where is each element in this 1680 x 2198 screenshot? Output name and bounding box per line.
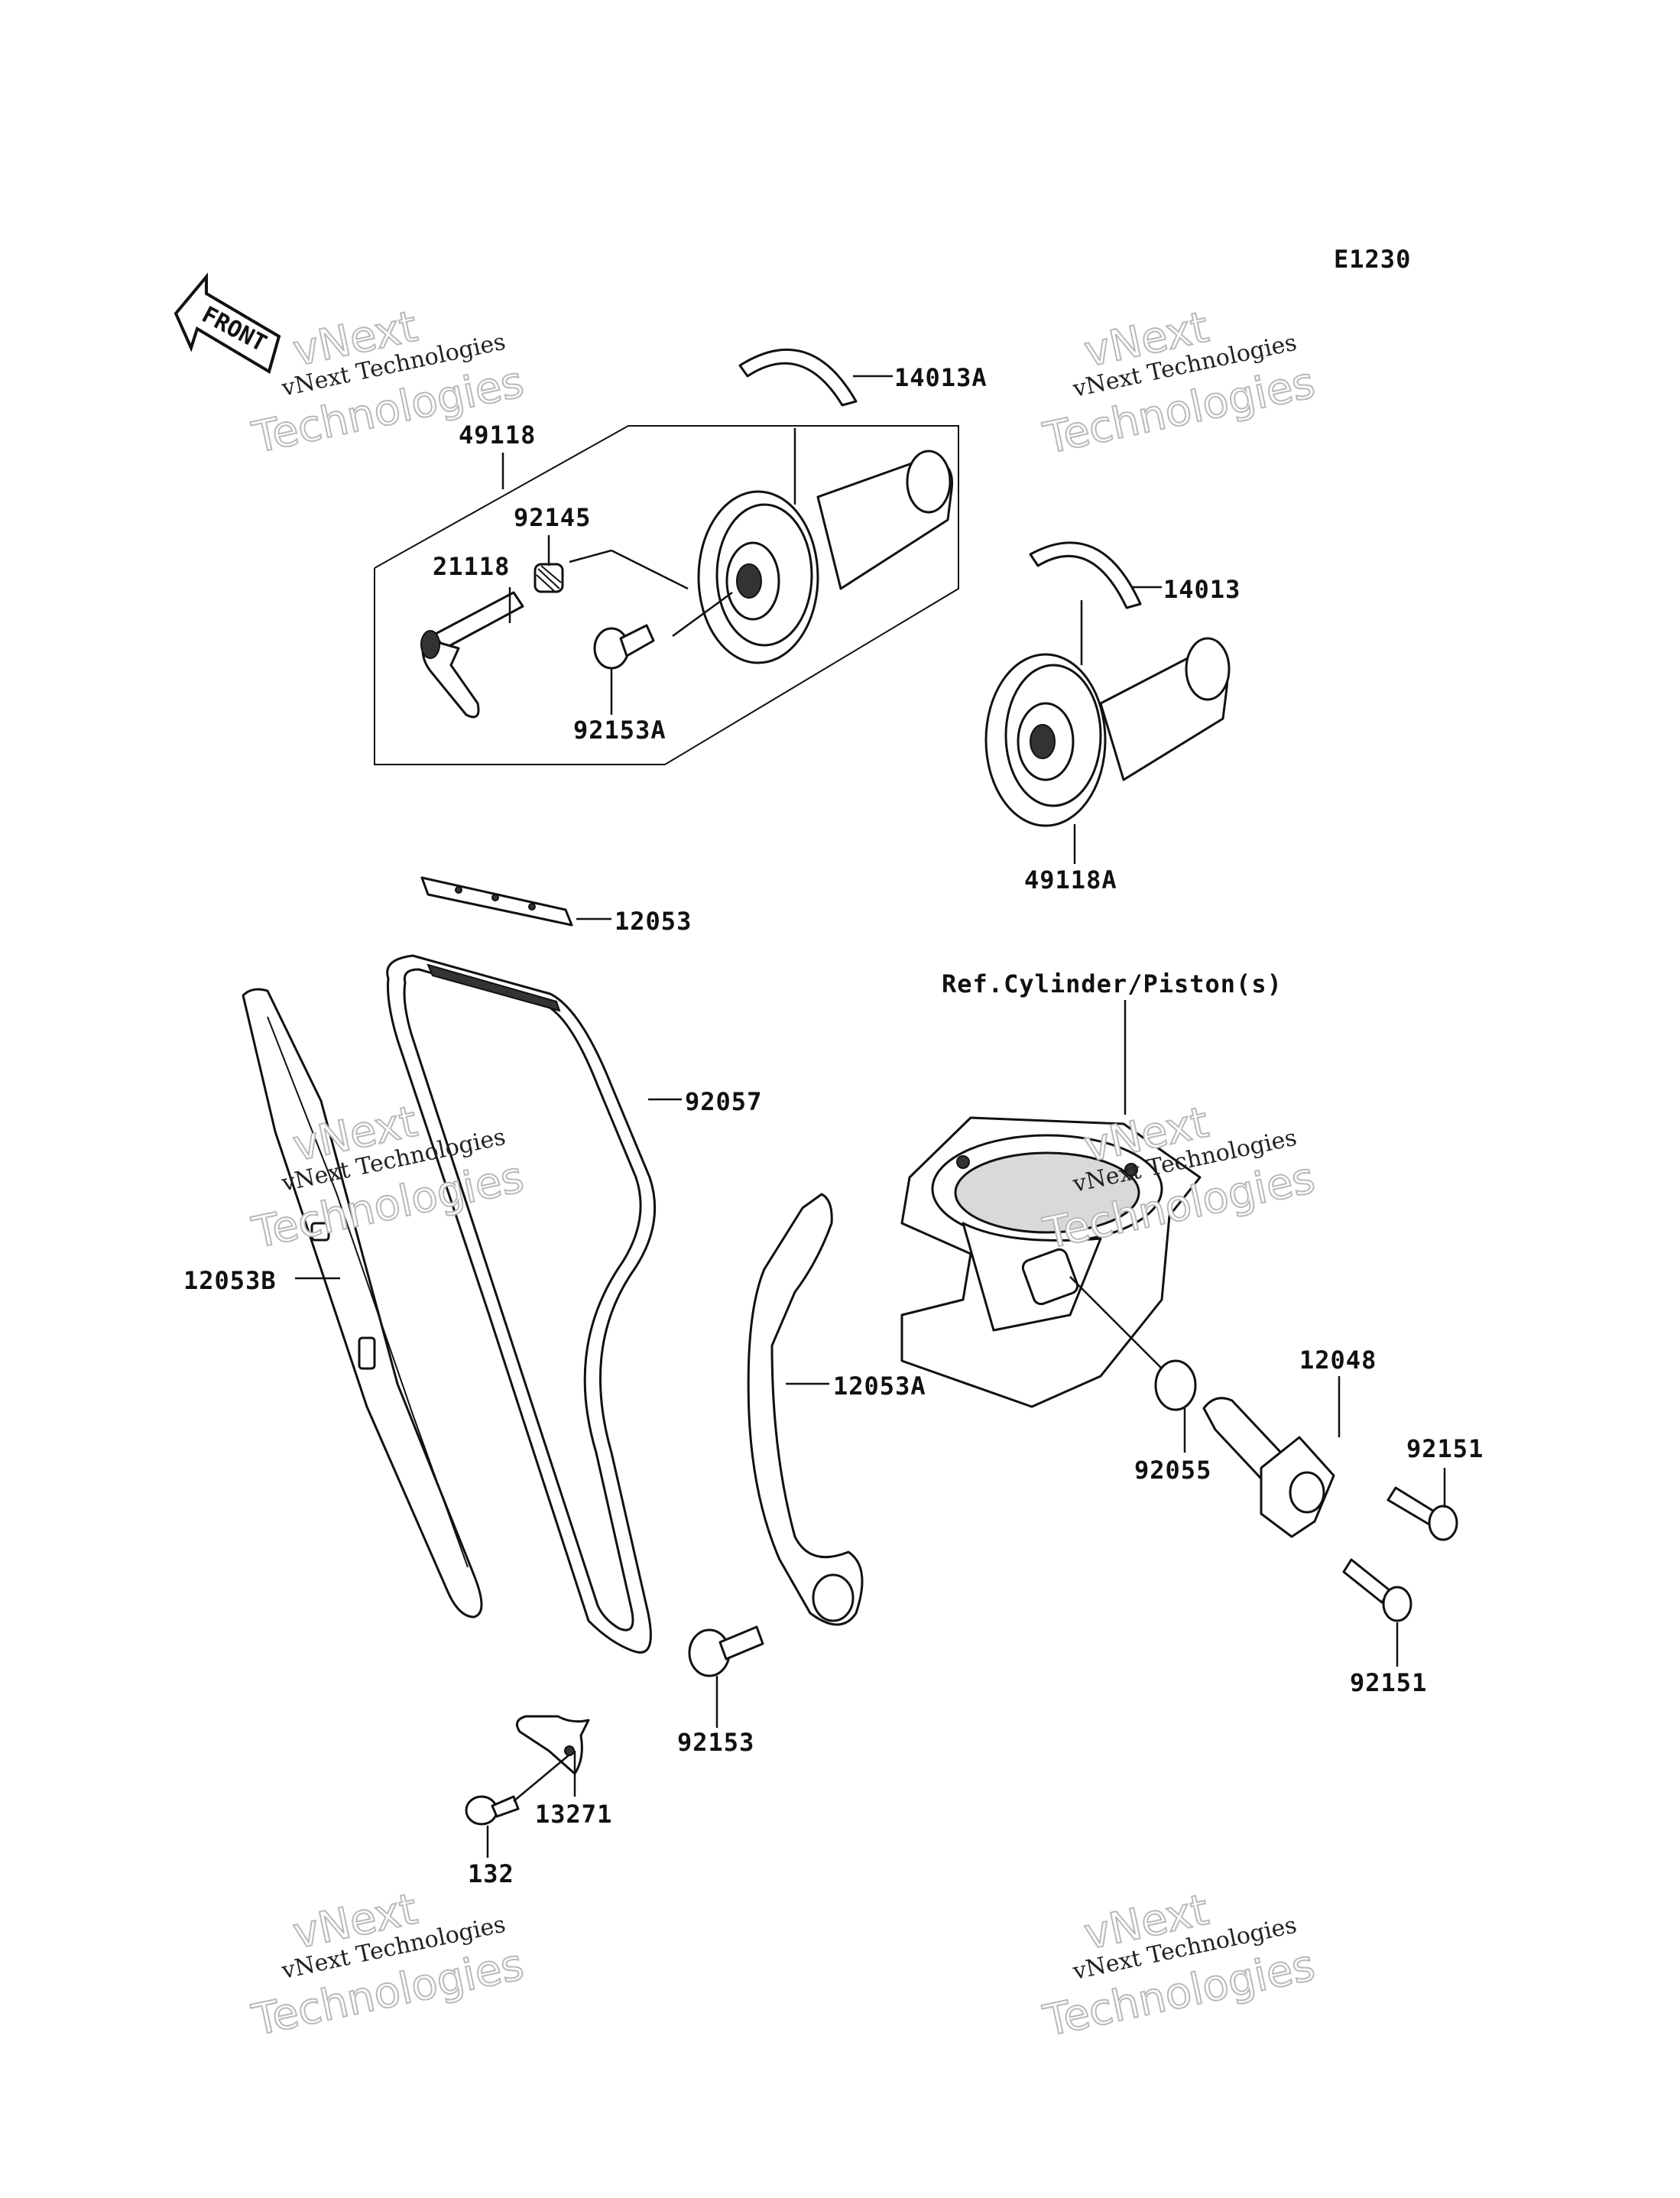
label-92151-upper: 92151 [1406, 1434, 1484, 1463]
label-92055: 92055 [1134, 1456, 1211, 1485]
label-92153a: 92153A [573, 716, 666, 745]
label-92153: 92153 [677, 1728, 754, 1757]
label-92151-lower: 92151 [1350, 1668, 1427, 1697]
label-12048: 12048 [1299, 1346, 1377, 1375]
reference-note: Ref.Cylinder/Piston(s) [942, 969, 1283, 998]
cam-cap-arc-14013 [1029, 541, 1142, 609]
camshaft-49118a [984, 637, 1231, 827]
label-12053b: 12053B [183, 1266, 277, 1295]
label-12053a: 12053A [833, 1372, 926, 1401]
tensioner-arm-12053a [747, 1193, 864, 1626]
watermark-top-right: vNext vNext Technologies Technologies [1038, 302, 1319, 465]
cylinder-reference [900, 1116, 1202, 1408]
leader-lines [295, 375, 1446, 1858]
label-49118: 49118 [459, 420, 536, 450]
watermark-bottom-left: vNext vNext Technologies Technologies [247, 1884, 528, 2047]
assembly-box [374, 425, 959, 765]
label-49118a: 49118A [1024, 865, 1117, 894]
chain-guide-12053 [420, 876, 573, 927]
timing-chain-92057 [386, 954, 657, 1654]
camshaft-49118 [697, 450, 954, 664]
diagram-code: E1230 [1334, 245, 1411, 274]
bolt-92153a [593, 624, 655, 670]
bolt-92151-lower [1342, 1558, 1412, 1622]
bracket-13271 [515, 1715, 590, 1775]
label-14013: 14013 [1163, 575, 1241, 604]
label-21118: 21118 [433, 552, 510, 581]
chain-guide-12053b [242, 988, 483, 1618]
cam-cap-arc-14013a [738, 348, 858, 407]
tensioner-12048 [1202, 1397, 1335, 1538]
bolt-92153 [688, 1625, 764, 1677]
bolt-92151-upper [1386, 1486, 1458, 1541]
label-132: 132 [468, 1859, 514, 1888]
decompressor-shaft-21118 [420, 591, 524, 719]
watermark-bottom-right: vNext vNext Technologies Technologies [1038, 1885, 1319, 2047]
label-92057: 92057 [685, 1087, 762, 1116]
label-13271: 13271 [535, 1800, 612, 1829]
label-92145: 92145 [514, 503, 591, 532]
o-ring-92055 [1154, 1359, 1197, 1411]
bolt-132 [465, 1795, 520, 1826]
label-12053: 12053 [615, 907, 692, 936]
front-arrow-icon: FRONT [174, 272, 281, 375]
spring-92145 [534, 563, 564, 593]
label-14013a: 14013A [894, 363, 988, 392]
